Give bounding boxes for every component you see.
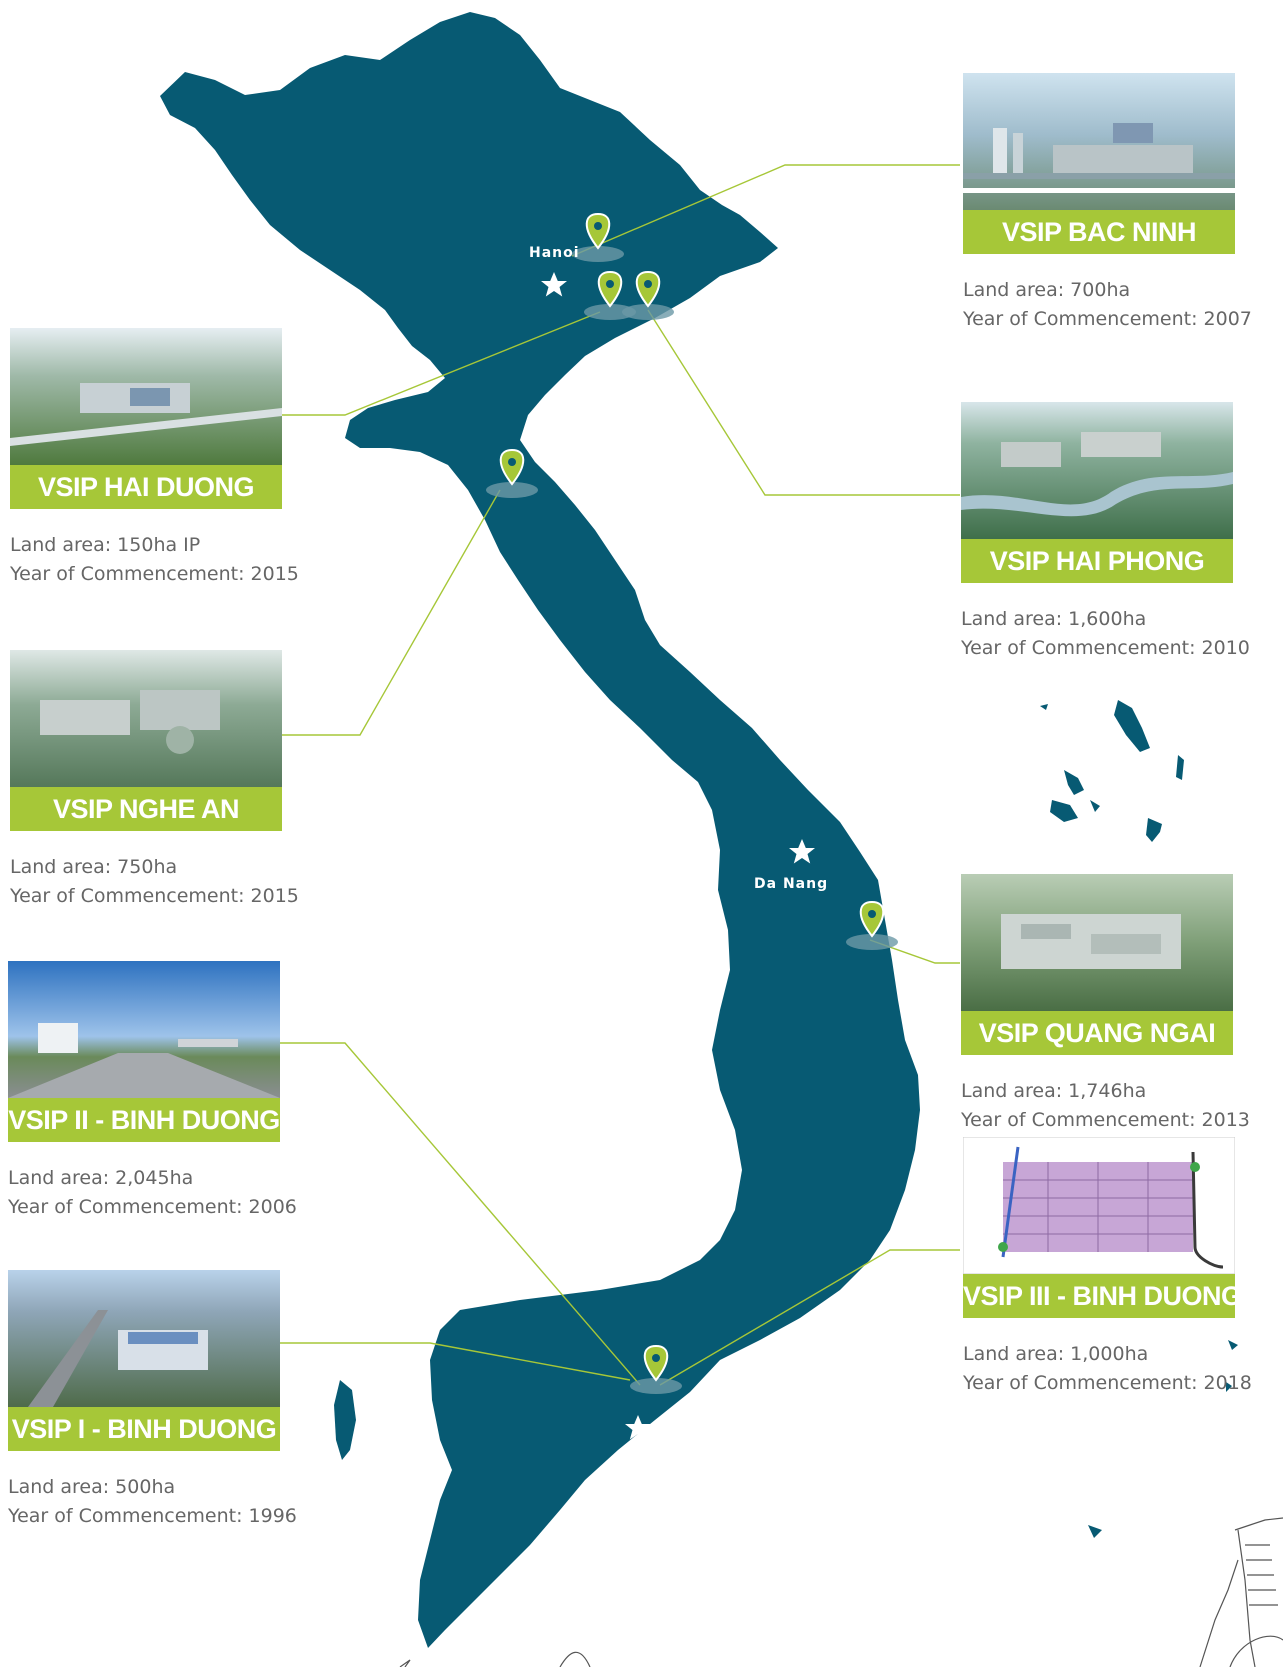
connector-bac-ninh — [571, 164, 960, 257]
connector-hai-duong — [278, 311, 601, 416]
park-land-area-bac-ninh: Land area: 700ha — [963, 279, 1131, 301]
connector-hai-phong — [647, 309, 960, 496]
park-land-area-hai-duong: Land area: 150ha IP — [10, 534, 201, 556]
paracel-islands — [1040, 700, 1184, 842]
park-photo-bac-ninh — [963, 73, 1235, 210]
park-card-nghe-an[interactable]: VSIP NGHE AN Land area: 750ha Year of Co… — [10, 650, 299, 911]
decorative-tower-sketch — [399, 1517, 1283, 1667]
park-photo-quang-ngai — [961, 874, 1233, 1011]
park-year-nghe-an: Year of Commencement: 2015 — [10, 885, 299, 907]
park-name-binh-duong-2: VSIP II - BINH DUONG — [8, 1098, 280, 1142]
park-year-binh-duong-2: Year of Commencement: 2006 — [8, 1196, 297, 1218]
park-year-binh-duong-3: Year of Commencement: 2018 — [963, 1372, 1252, 1394]
star-icon-hcmc — [625, 1415, 651, 1440]
city-label-hcmc: HCMC — [660, 1420, 711, 1436]
park-land-area-binh-duong-2: Land area: 2,045ha — [8, 1167, 194, 1189]
vietnam-mainland-shape — [160, 12, 920, 1648]
park-name-hai-phong: VSIP HAI PHONG — [961, 539, 1233, 583]
park-photo-binh-duong-2 — [8, 961, 280, 1098]
connector-quang-ngai — [869, 939, 960, 964]
connector-binh-duong-1 — [278, 1342, 631, 1381]
park-land-area-binh-duong-1: Land area: 500ha — [8, 1476, 176, 1498]
star-icon-da-nang — [789, 839, 815, 864]
park-land-area-quang-ngai: Land area: 1,746ha — [961, 1080, 1147, 1102]
park-land-area-nghe-an: Land area: 750ha — [10, 856, 178, 878]
city-label-da-nang: Da Nang — [754, 876, 829, 892]
park-card-binh-duong-2[interactable]: VSIP II - BINH DUONG Land area: 2,045ha … — [8, 961, 297, 1222]
park-card-binh-duong-3[interactable]: VSIP III - BINH DUONG Land area: 1,000ha… — [963, 1137, 1252, 1398]
park-name-hai-duong: VSIP HAI DUONG — [10, 465, 282, 509]
park-photo-binh-duong-3 — [963, 1137, 1235, 1274]
connector-nghe-an — [278, 489, 501, 736]
park-year-hai-phong: Year of Commencement: 2010 — [961, 637, 1250, 659]
park-photo-nghe-an — [10, 650, 282, 787]
marker-binh-duong[interactable] — [630, 1344, 682, 1394]
park-photo-binh-duong-1 — [8, 1270, 280, 1407]
city-label-hanoi: Hanoi — [529, 245, 580, 261]
park-photo-hai-phong — [961, 402, 1233, 539]
spratly-islands — [1088, 1340, 1238, 1538]
marker-nghe-an[interactable] — [486, 448, 538, 498]
park-name-binh-duong-1: VSIP I - BINH DUONG — [8, 1407, 280, 1451]
connector-binh-duong-2 — [278, 1042, 641, 1386]
park-card-bac-ninh[interactable]: VSIP BAC NINH Land area: 700ha Year of C… — [963, 73, 1252, 334]
park-name-quang-ngai: VSIP QUANG NGAI — [961, 1011, 1233, 1055]
marker-hai-phong[interactable] — [622, 270, 674, 320]
park-card-hai-duong[interactable]: VSIP HAI DUONG Land area: 150ha IP Year … — [10, 328, 299, 589]
park-name-nghe-an: VSIP NGHE AN — [10, 787, 282, 831]
star-icon-hanoi — [541, 272, 567, 297]
park-year-hai-duong: Year of Commencement: 2015 — [10, 563, 299, 585]
park-year-quang-ngai: Year of Commencement: 2013 — [961, 1109, 1250, 1131]
park-name-bac-ninh: VSIP BAC NINH — [963, 210, 1235, 254]
marker-bac-ninh[interactable] — [572, 212, 624, 262]
park-card-hai-phong[interactable]: VSIP HAI PHONG Land area: 1,600ha Year o… — [961, 402, 1250, 663]
connector-lines — [278, 164, 960, 1386]
park-name-binh-duong-3: VSIP III - BINH DUONG — [963, 1274, 1235, 1318]
park-year-binh-duong-1: Year of Commencement: 1996 — [8, 1505, 297, 1527]
phu-quoc-island-shape — [334, 1380, 356, 1460]
park-card-quang-ngai[interactable]: VSIP QUANG NGAI Land area: 1,746ha Year … — [961, 874, 1250, 1135]
park-photo-hai-duong — [10, 328, 282, 465]
park-land-area-binh-duong-3: Land area: 1,000ha — [963, 1343, 1149, 1365]
marker-quang-ngai[interactable] — [846, 900, 898, 950]
park-card-binh-duong-1[interactable]: VSIP I - BINH DUONG Land area: 500ha Yea… — [8, 1270, 297, 1531]
park-year-bac-ninh: Year of Commencement: 2007 — [963, 308, 1252, 330]
marker-hai-duong[interactable] — [584, 270, 636, 320]
park-land-area-hai-phong: Land area: 1,600ha — [961, 608, 1147, 630]
connector-binh-duong-3 — [659, 1249, 960, 1386]
